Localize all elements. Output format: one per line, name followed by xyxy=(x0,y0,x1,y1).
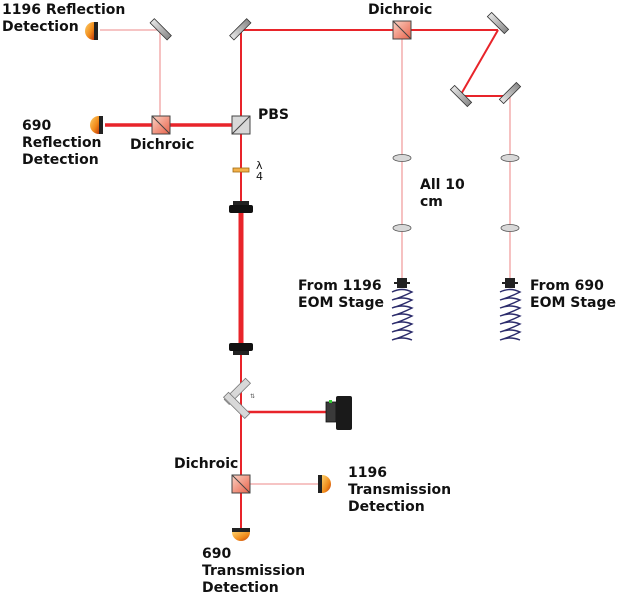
mirror-top-center xyxy=(229,18,252,41)
mirror-periscope-left xyxy=(449,84,473,108)
label-1196-reflection-detection: 1196 Reflection Detection xyxy=(2,2,126,35)
label-from-1196-eom-stage: From 1196 EOM Stage xyxy=(298,278,385,311)
cavity-mirror-bottom xyxy=(229,343,253,355)
label-all-10-cm: All 10 cm xyxy=(420,177,465,210)
weak-beam-paths xyxy=(100,29,511,485)
pbs-cube xyxy=(231,115,251,135)
mirror-top-right xyxy=(486,11,510,35)
mirror-top-left xyxy=(149,18,172,41)
label-pbs: PBS xyxy=(258,107,290,123)
detector-1196-reflection xyxy=(85,22,98,40)
fiber-1196 xyxy=(391,278,414,341)
detector-1196-transmission xyxy=(318,475,331,493)
label-from-690-eom-stage: From 690 EOM Stage xyxy=(530,278,617,311)
detector-690-transmission xyxy=(232,528,250,541)
mirror-periscope-right xyxy=(498,81,522,105)
label-1196-transmission-detection: 1196 Transmission Detection xyxy=(348,465,452,515)
label-dichroic-left: Dichroic xyxy=(130,137,195,153)
quarter-wave-plate xyxy=(232,167,250,173)
label-690-transmission-detection: 690 Transmission Detection xyxy=(202,546,306,596)
label-quarter-wave: λ 4 xyxy=(256,159,263,183)
label-dichroic-top: Dichroic xyxy=(368,2,433,18)
svg-text:⇅: ⇅ xyxy=(250,393,255,400)
dichroic-cube-left xyxy=(151,115,171,135)
fiber-690 xyxy=(499,278,522,341)
camera-detector xyxy=(325,396,352,430)
detector-690-reflection xyxy=(90,116,103,134)
cavity-mirror-top xyxy=(229,201,253,213)
label-690-reflection-detection: 690 Reflection Detection xyxy=(22,118,102,168)
dichroic-cube-bottom xyxy=(231,474,251,494)
label-dichroic-bottom: Dichroic xyxy=(174,456,239,472)
lenses xyxy=(392,154,520,232)
dichroic-cube-top xyxy=(392,20,412,40)
pickoff-plates: ⇅ xyxy=(222,377,255,420)
